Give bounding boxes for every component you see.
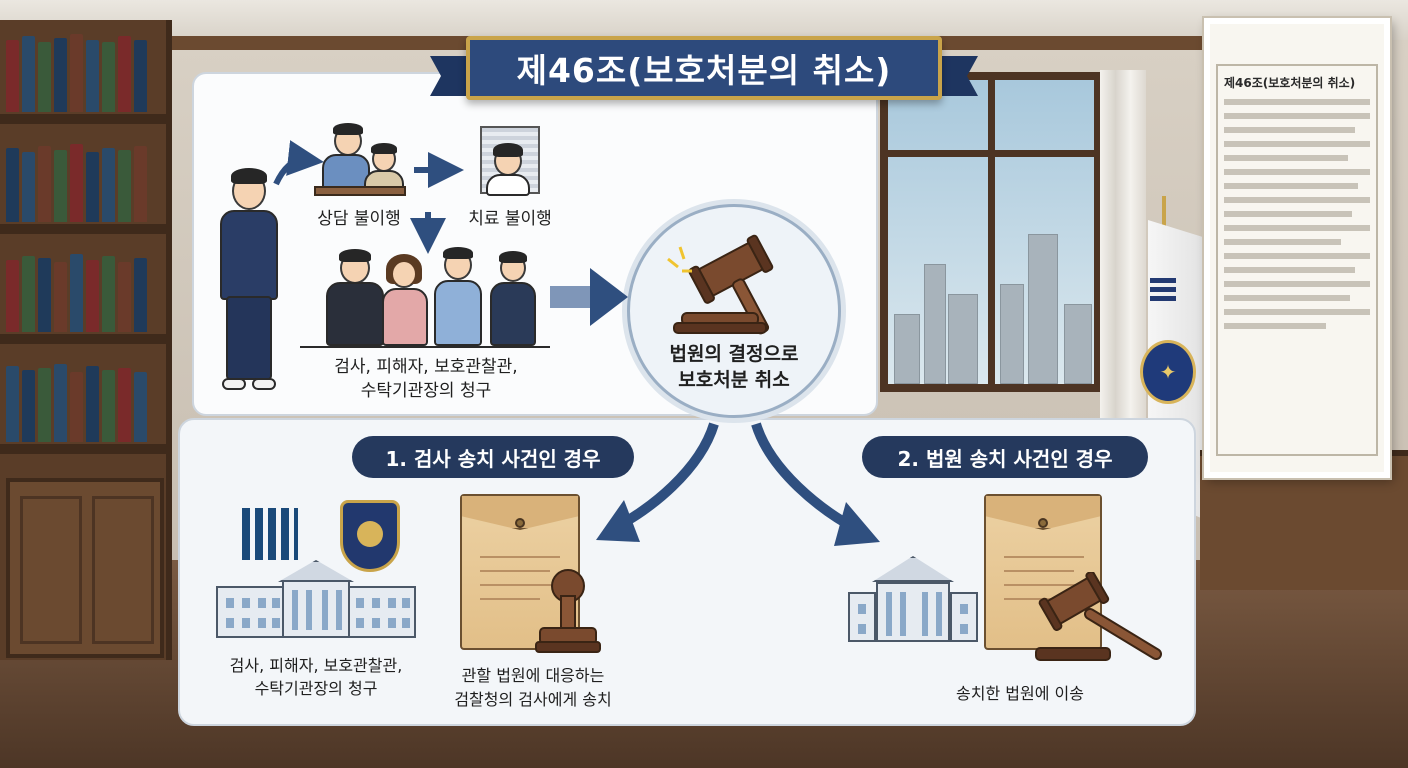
cabinet: [6, 478, 164, 658]
gavel-icon: [1035, 572, 1162, 661]
gavel-icon: [667, 234, 774, 335]
requesters-line1: 검사, 피해자, 보호관찰관,: [334, 357, 518, 377]
flag-emblem-icon: ✦: [1140, 340, 1196, 404]
case2-heading: 2. 법원 송치 사건인 경우: [862, 436, 1148, 478]
frame-title: 제46조(보호처분의 취소): [1224, 76, 1356, 90]
envelope-icon: [984, 494, 1102, 650]
title-banner: 제46조(보호처분의 취소): [466, 36, 942, 100]
case1-action-line1: 관할 법원에 대응하는: [461, 666, 605, 685]
stamp-icon: [535, 569, 601, 653]
case1-requesters-line1: 검사, 피해자, 보호관찰관,: [229, 656, 403, 675]
book-row: [6, 34, 147, 112]
book-row: [6, 254, 147, 332]
book-row: [6, 144, 147, 222]
requesters-line2: 수탁기관장의 청구: [360, 381, 492, 401]
prosecution-logo-icon: [242, 508, 298, 560]
case2-action: 송치한 법원에 이송: [956, 684, 1084, 703]
group-base-line: [300, 346, 550, 348]
court-decision-line1: 법원의 결정으로: [669, 343, 799, 365]
court-decision-line2: 보호처분 취소: [678, 369, 790, 391]
bookcase: [0, 20, 172, 660]
ceiling: [0, 0, 1408, 40]
window: [880, 72, 1102, 392]
court-decision-text: 법원의 결정으로 보호처분 취소: [630, 341, 838, 393]
book-row: [6, 364, 147, 442]
page-title: 제46조(보호처분의 취소): [516, 51, 892, 90]
court-decision-circle: 법원의 결정으로 보호처분 취소: [627, 204, 841, 418]
flag-trigram: [1150, 278, 1176, 302]
wall-frame: 제46조(보호처분의 취소): [1204, 18, 1390, 478]
case1-action-line2: 검찰청의 검사에게 송치: [454, 690, 612, 709]
frame-illegible-text: [1224, 99, 1370, 329]
emblem-shield-icon: [340, 500, 400, 572]
case1-requesters-line2: 수탁기관장의 청구: [254, 679, 378, 698]
treatment-label: 치료 불이행: [468, 209, 552, 229]
case1-heading: 1. 검사 송치 사건인 경우: [352, 436, 634, 478]
counseling-desk: [314, 186, 406, 196]
counseling-label: 상담 불이행: [317, 209, 401, 229]
